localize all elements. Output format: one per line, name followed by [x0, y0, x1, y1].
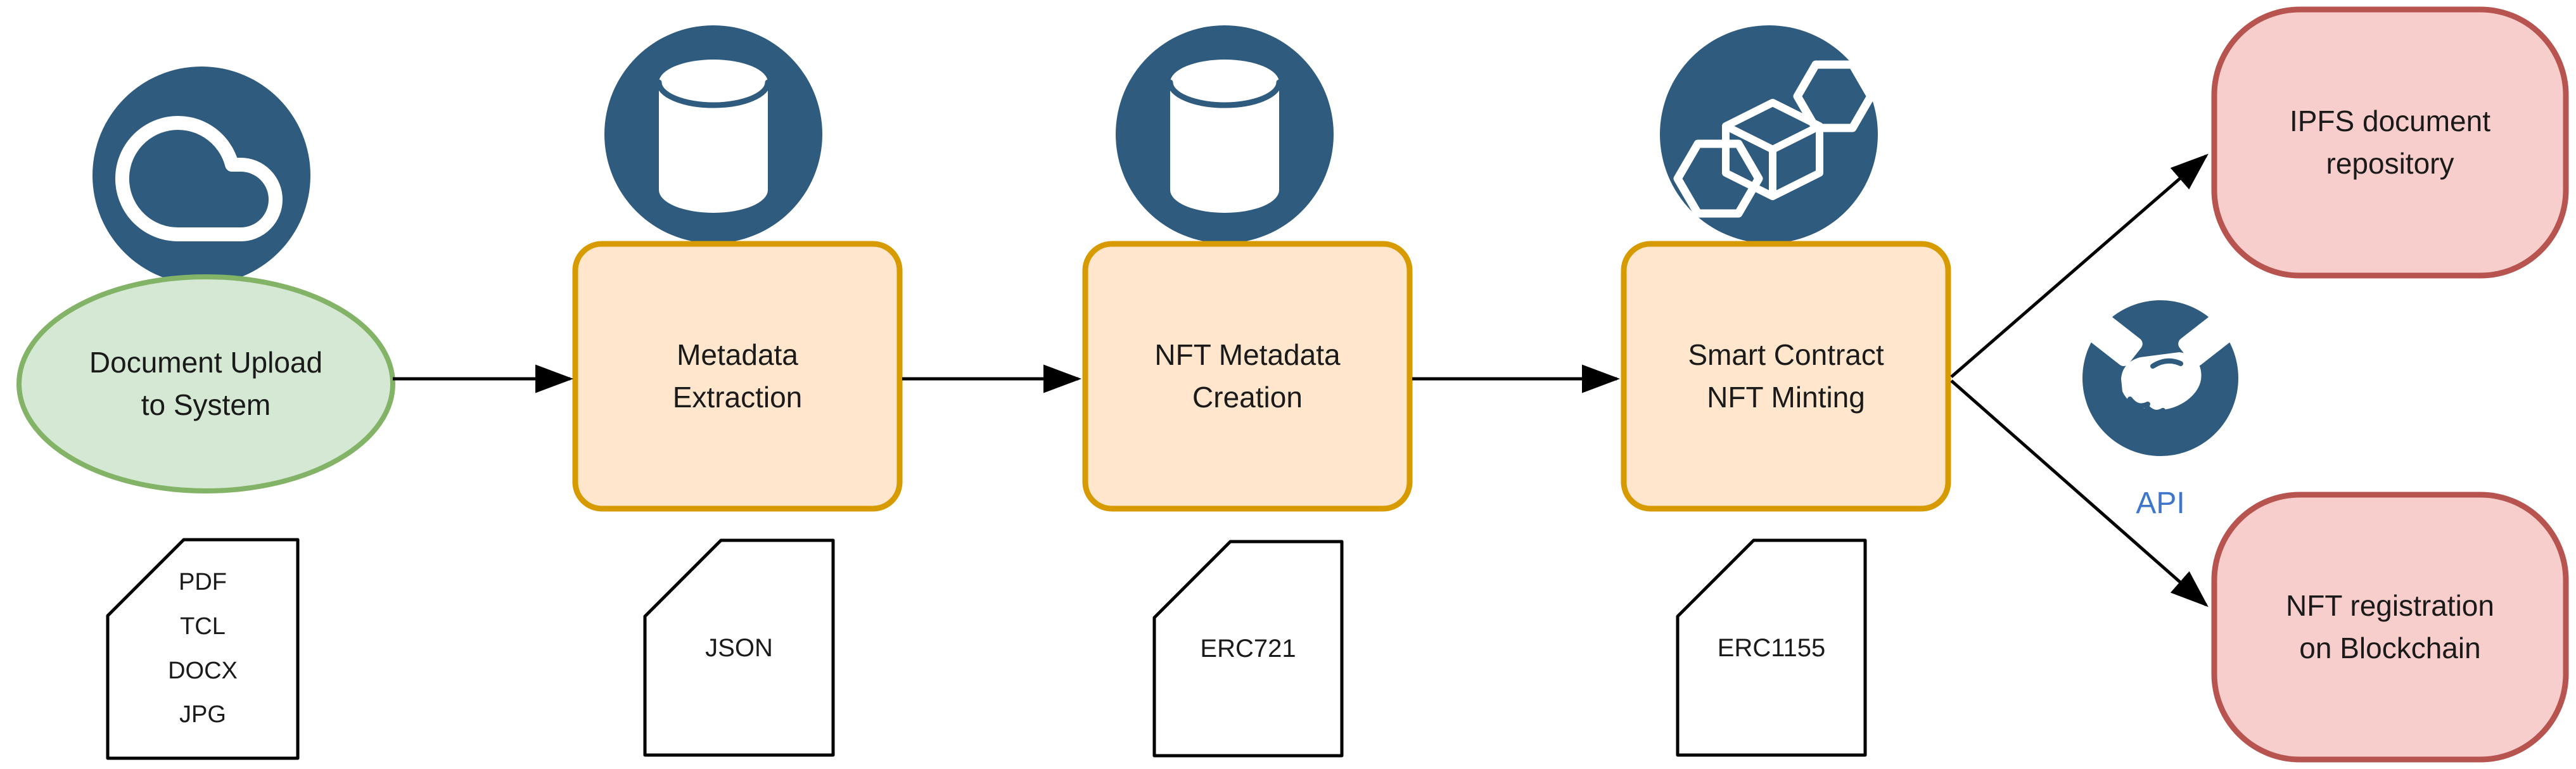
start-node-label: Document Upload to System [89, 346, 323, 421]
document-erc1155-shape [1676, 538, 1867, 757]
metadata-extraction-label: Metadata Extraction [672, 338, 803, 414]
database-icon [1116, 25, 1334, 243]
nft-metadata-creation-label: NFT Metadata Creation [1154, 338, 1341, 414]
blockchain-icon [1660, 25, 1878, 243]
node-nft-metadata-creation [1082, 241, 1413, 512]
document-json-shape [643, 538, 835, 757]
document-json-label: JSON [705, 633, 773, 662]
ipfs-repository-label: IPFS document repository [2289, 105, 2491, 180]
document-erc1155-label: ERC1155 [1717, 633, 1826, 662]
arrow-step3-to-registration [1950, 379, 2209, 607]
handshake-icon [2079, 300, 2241, 456]
arrow-step3-to-ipfs [1950, 153, 2209, 378]
document-formats-label: PDF TCL DOCX JPG [168, 568, 238, 728]
api-label: API [2136, 486, 2185, 521]
node-document-upload [16, 274, 395, 493]
smart-contract-minting-label: Smart Contract NFT Minting [1688, 338, 1884, 414]
document-formats-shape [106, 538, 300, 760]
nft-registration-label: NFT registration on Blockchain [2286, 589, 2494, 664]
node-nft-registration [2211, 492, 2569, 763]
database-icon [604, 25, 822, 243]
document-erc721-shape [1152, 540, 1344, 758]
node-metadata-extraction [572, 241, 903, 512]
node-ipfs-repository [2211, 6, 2569, 279]
document-erc721-label: ERC721 [1200, 635, 1296, 663]
cloud-icon [92, 67, 310, 284]
node-smart-contract-minting [1621, 241, 1951, 512]
